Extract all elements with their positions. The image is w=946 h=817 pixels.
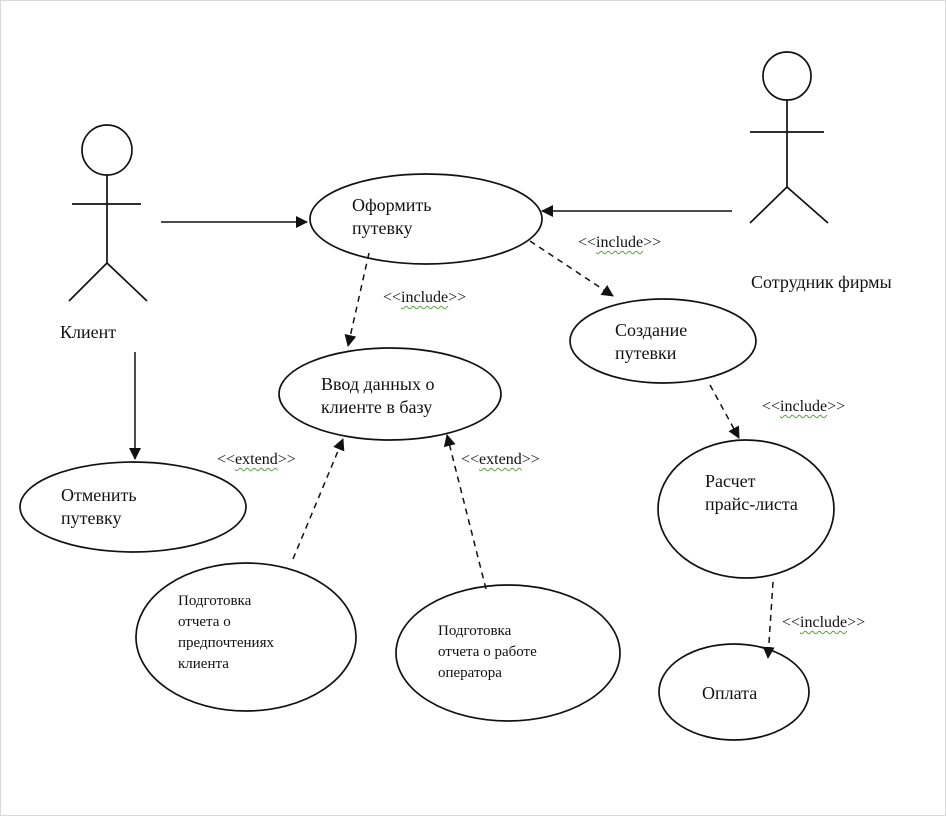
client-preferences-report-label-line-3: предпочтениях [178, 635, 274, 651]
create-trip-use-case-shape [569, 298, 757, 384]
extend-label-operator-report: << extend >> [461, 451, 540, 469]
book-trip-to-create-trip-include-arrow [529, 240, 614, 297]
price-list-label-line-2: прайс-листа [705, 494, 798, 514]
cancel-trip-use-case-shape [19, 461, 247, 553]
cancel-trip-label: Отменить путевку [61, 484, 137, 530]
include-label-book-enter: <<include>> [383, 289, 466, 307]
employee-actor-label: Сотрудник фирмы [751, 272, 892, 292]
extend-label-client-report-suffix: >> [277, 451, 296, 468]
cancel-trip-label-line-2: путевку [61, 508, 122, 528]
include-label-book-enter-keyword: include [401, 289, 449, 306]
include-label-price-payment: <<include>> [782, 614, 865, 632]
payment-label: Оплата [702, 683, 758, 703]
include-label-price-payment-prefix: << [782, 614, 801, 631]
price-list-label: Расчет прайс-листа [705, 470, 798, 516]
include-label-create-price-suffix: >> [827, 398, 846, 415]
operator-report-label-line-1: Подготовка [438, 623, 512, 639]
include-label-create-price-keyword: include [780, 398, 828, 415]
extend-label-operator-report-prefix: << [461, 451, 480, 468]
extend-label-operator-report-suffix: >> [521, 451, 540, 468]
operator-report-to-enter-client-data-extend-arrow [443, 434, 487, 590]
include-label-book-enter-suffix: >> [448, 289, 467, 306]
create-trip-label-line-1: Создание [615, 320, 688, 340]
enter-client-data-label-line-1: Ввод данных о [321, 374, 435, 394]
book-trip-to-enter-client-data-include-arrow [344, 252, 370, 347]
client-actor-label: Клиент [60, 322, 117, 342]
include-label-price-payment-keyword: include [800, 614, 848, 631]
create-trip-label-line-2: путевки [615, 343, 677, 363]
include-label-create-price: <<include>> [762, 398, 845, 416]
operator-report-label-line-3: оператора [438, 665, 502, 681]
enter-client-data-use-case-shape [278, 347, 502, 441]
include-label-employee-book-keyword: include [596, 234, 644, 251]
operator-report-label: Подготовка отчета о работе оператора [438, 621, 537, 684]
employee-actor-icon [749, 51, 829, 224]
client-preferences-report-to-enter-client-data-extend-arrow [292, 438, 345, 560]
include-label-price-payment-suffix: >> [847, 614, 866, 631]
include-label-create-price-prefix: << [762, 398, 781, 415]
client-preferences-report-label-line-4: клиента [178, 656, 229, 672]
client-actor-icon [68, 124, 148, 302]
client-preferences-report-label-line-2: отчета о [178, 614, 231, 630]
price-list-label-line-1: Расчет [705, 471, 756, 491]
book-trip-use-case-shape [309, 173, 543, 265]
price-list-use-case-shape [657, 439, 835, 579]
cancel-trip-label-line-1: Отменить [61, 485, 137, 505]
operator-report-label-line-2: отчета о работе [438, 644, 537, 660]
client-preferences-report-label-line-1: Подготовка [178, 593, 252, 609]
create-trip-label: Создание путевки [615, 319, 687, 365]
client-preferences-report-label: Подготовка отчета о предпочтениях клиент… [178, 591, 274, 675]
extend-label-client-report-keyword: extend [235, 451, 278, 468]
extend-label-client-report-prefix: << [217, 451, 236, 468]
create-trip-to-price-list-include-arrow [709, 384, 740, 439]
include-label-employee-book-suffix: >> [643, 234, 662, 251]
enter-client-data-label: Ввод данных о клиенте в базу [321, 373, 435, 419]
client-preferences-report-use-case-shape [135, 562, 357, 712]
include-label-employee-book-prefix: << [578, 234, 597, 251]
include-label-employee-book: <<include>> [578, 234, 661, 252]
price-list-to-payment-include-arrow [762, 581, 775, 659]
operator-report-use-case-shape [395, 584, 621, 722]
extend-label-operator-report-keyword: extend [479, 451, 522, 468]
book-trip-label: Оформить путевку [352, 194, 432, 240]
include-label-book-enter-prefix: << [383, 289, 402, 306]
extend-label-client-report: << extend >> [217, 451, 296, 469]
payment-use-case-shape [658, 643, 810, 741]
enter-client-data-label-line-2: клиенте в базу [321, 397, 433, 417]
book-trip-label-line-2: путевку [352, 218, 413, 238]
book-trip-label-line-1: Оформить [352, 195, 432, 215]
